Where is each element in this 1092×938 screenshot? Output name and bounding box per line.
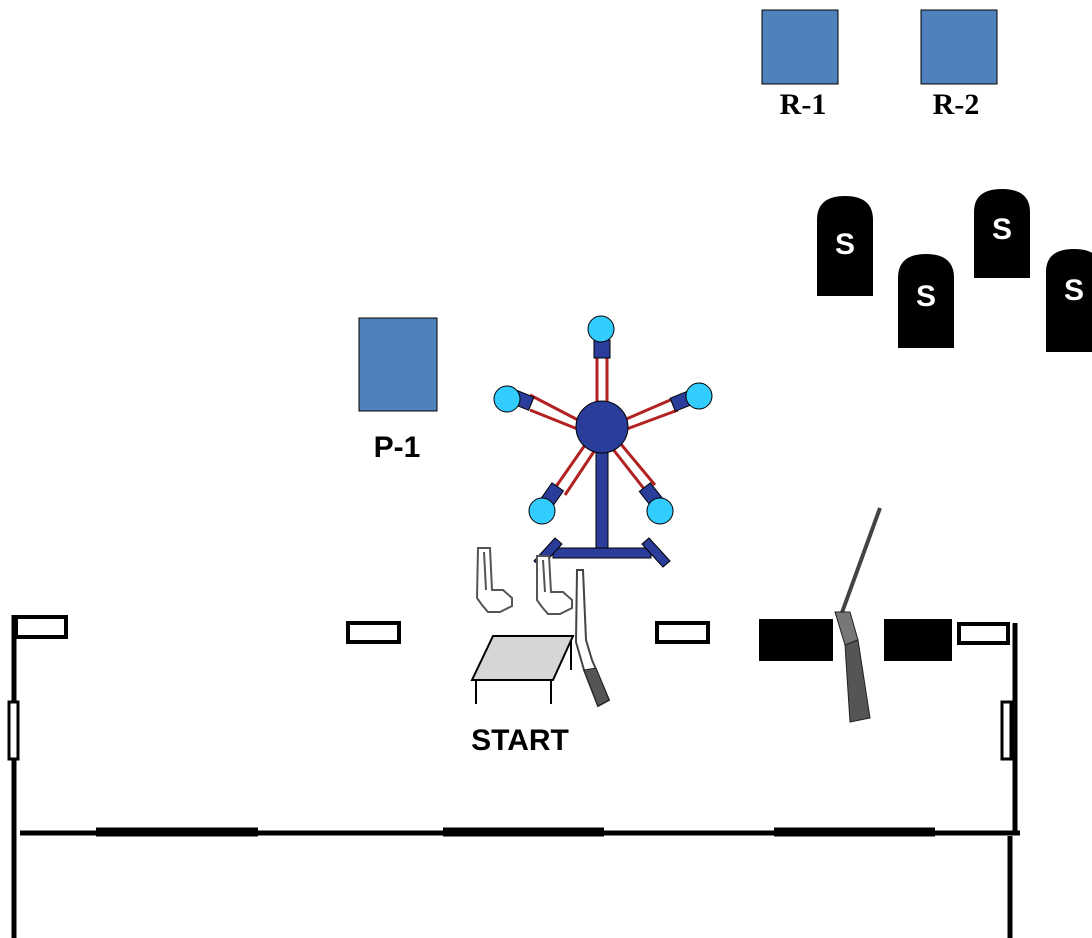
- pistol-icon: [475, 547, 513, 613]
- rifle-target-r1: R-1: [761, 9, 839, 121]
- spinner-ball-lowright: [646, 497, 674, 525]
- spinner-arm-lowright-b: [618, 442, 657, 486]
- spinner-post: [595, 447, 609, 553]
- pistol-1-shape: [475, 547, 513, 613]
- spinner-arm-lowleft-a: [553, 444, 587, 489]
- pistol-icon: [536, 555, 573, 615]
- shotgun-target-1: S: [817, 196, 873, 296]
- rifle-target-r1-label: R-1: [780, 88, 827, 121]
- spinner-target: [493, 315, 713, 568]
- pistol-target-p1-label: P-1: [374, 431, 421, 464]
- spinner-arm-lowleft-b: [563, 449, 597, 496]
- shotgun-target-1-plate: [817, 196, 873, 296]
- rifle-target-r2-label: R-2: [933, 88, 980, 121]
- barricade-marker-2: [655, 621, 710, 644]
- lever-rifle-icon: [574, 569, 611, 708]
- shotgun-barrel: [838, 507, 882, 619]
- pistol-2-shape: [536, 555, 573, 615]
- shotgun-target-4-letter: S: [1064, 274, 1084, 307]
- right-post-panel: [1000, 700, 1013, 761]
- spinner-ball-right: [685, 382, 713, 410]
- table-top: [470, 635, 575, 681]
- spinner-ball-lowleft: [528, 497, 556, 525]
- rifle-target-r1-plate: [761, 9, 839, 85]
- spinner-ball-left: [493, 385, 521, 413]
- spinner-arms: [529, 355, 679, 496]
- spinner-hub: [575, 400, 629, 454]
- pistol-target-p1: P-1: [358, 317, 438, 464]
- shotgun-target-4-plate: [1046, 249, 1092, 352]
- spinner-arm-right-b: [623, 408, 679, 432]
- spinner-arm-left-b: [529, 408, 581, 432]
- rifle-target-r2: R-2: [920, 9, 998, 121]
- spinner-arm-lowright-a: [610, 447, 647, 491]
- shotgun-target-2-plate: [898, 254, 954, 348]
- shotgun-target-3-letter: S: [992, 213, 1012, 246]
- rifle-stock: [583, 667, 610, 707]
- shotgun-target-1-letter: S: [835, 228, 855, 261]
- shotgun-target-2-letter: S: [916, 280, 936, 313]
- left-post-panel: [7, 700, 20, 761]
- shotgun-target-2: S: [898, 254, 954, 348]
- spinner-foot-right: [641, 537, 671, 568]
- pistol-1-barrel-line: [483, 551, 487, 591]
- pistol-2-barrel-line: [542, 559, 546, 593]
- flag-left: [14, 615, 68, 639]
- barricade-block-2: [884, 619, 952, 661]
- rifle-target-r2-plate: [920, 9, 998, 85]
- shotgun-target-3-plate: [974, 189, 1030, 278]
- spinner-sleeve-top: [593, 339, 611, 359]
- start-label: START: [471, 724, 569, 757]
- spinner-base: [552, 547, 652, 559]
- barricade-marker-3: [957, 622, 1010, 645]
- pistol-target-p1-plate: [358, 317, 438, 412]
- spinner-arm-right-a: [623, 396, 676, 422]
- shotgun-stock: [844, 639, 871, 723]
- barricade-block-1: [759, 619, 833, 661]
- shotgun-target-3: S: [974, 189, 1030, 278]
- spinner-ball-top: [587, 315, 615, 343]
- double-barrel-shotgun-icon: [834, 507, 882, 723]
- shotgun-target-4: S: [1046, 249, 1092, 352]
- loading-table-icon: [470, 635, 575, 704]
- shotgun-action: [834, 611, 859, 646]
- barricade-marker-1: [346, 621, 401, 644]
- spinner-arm-left-a: [529, 393, 579, 422]
